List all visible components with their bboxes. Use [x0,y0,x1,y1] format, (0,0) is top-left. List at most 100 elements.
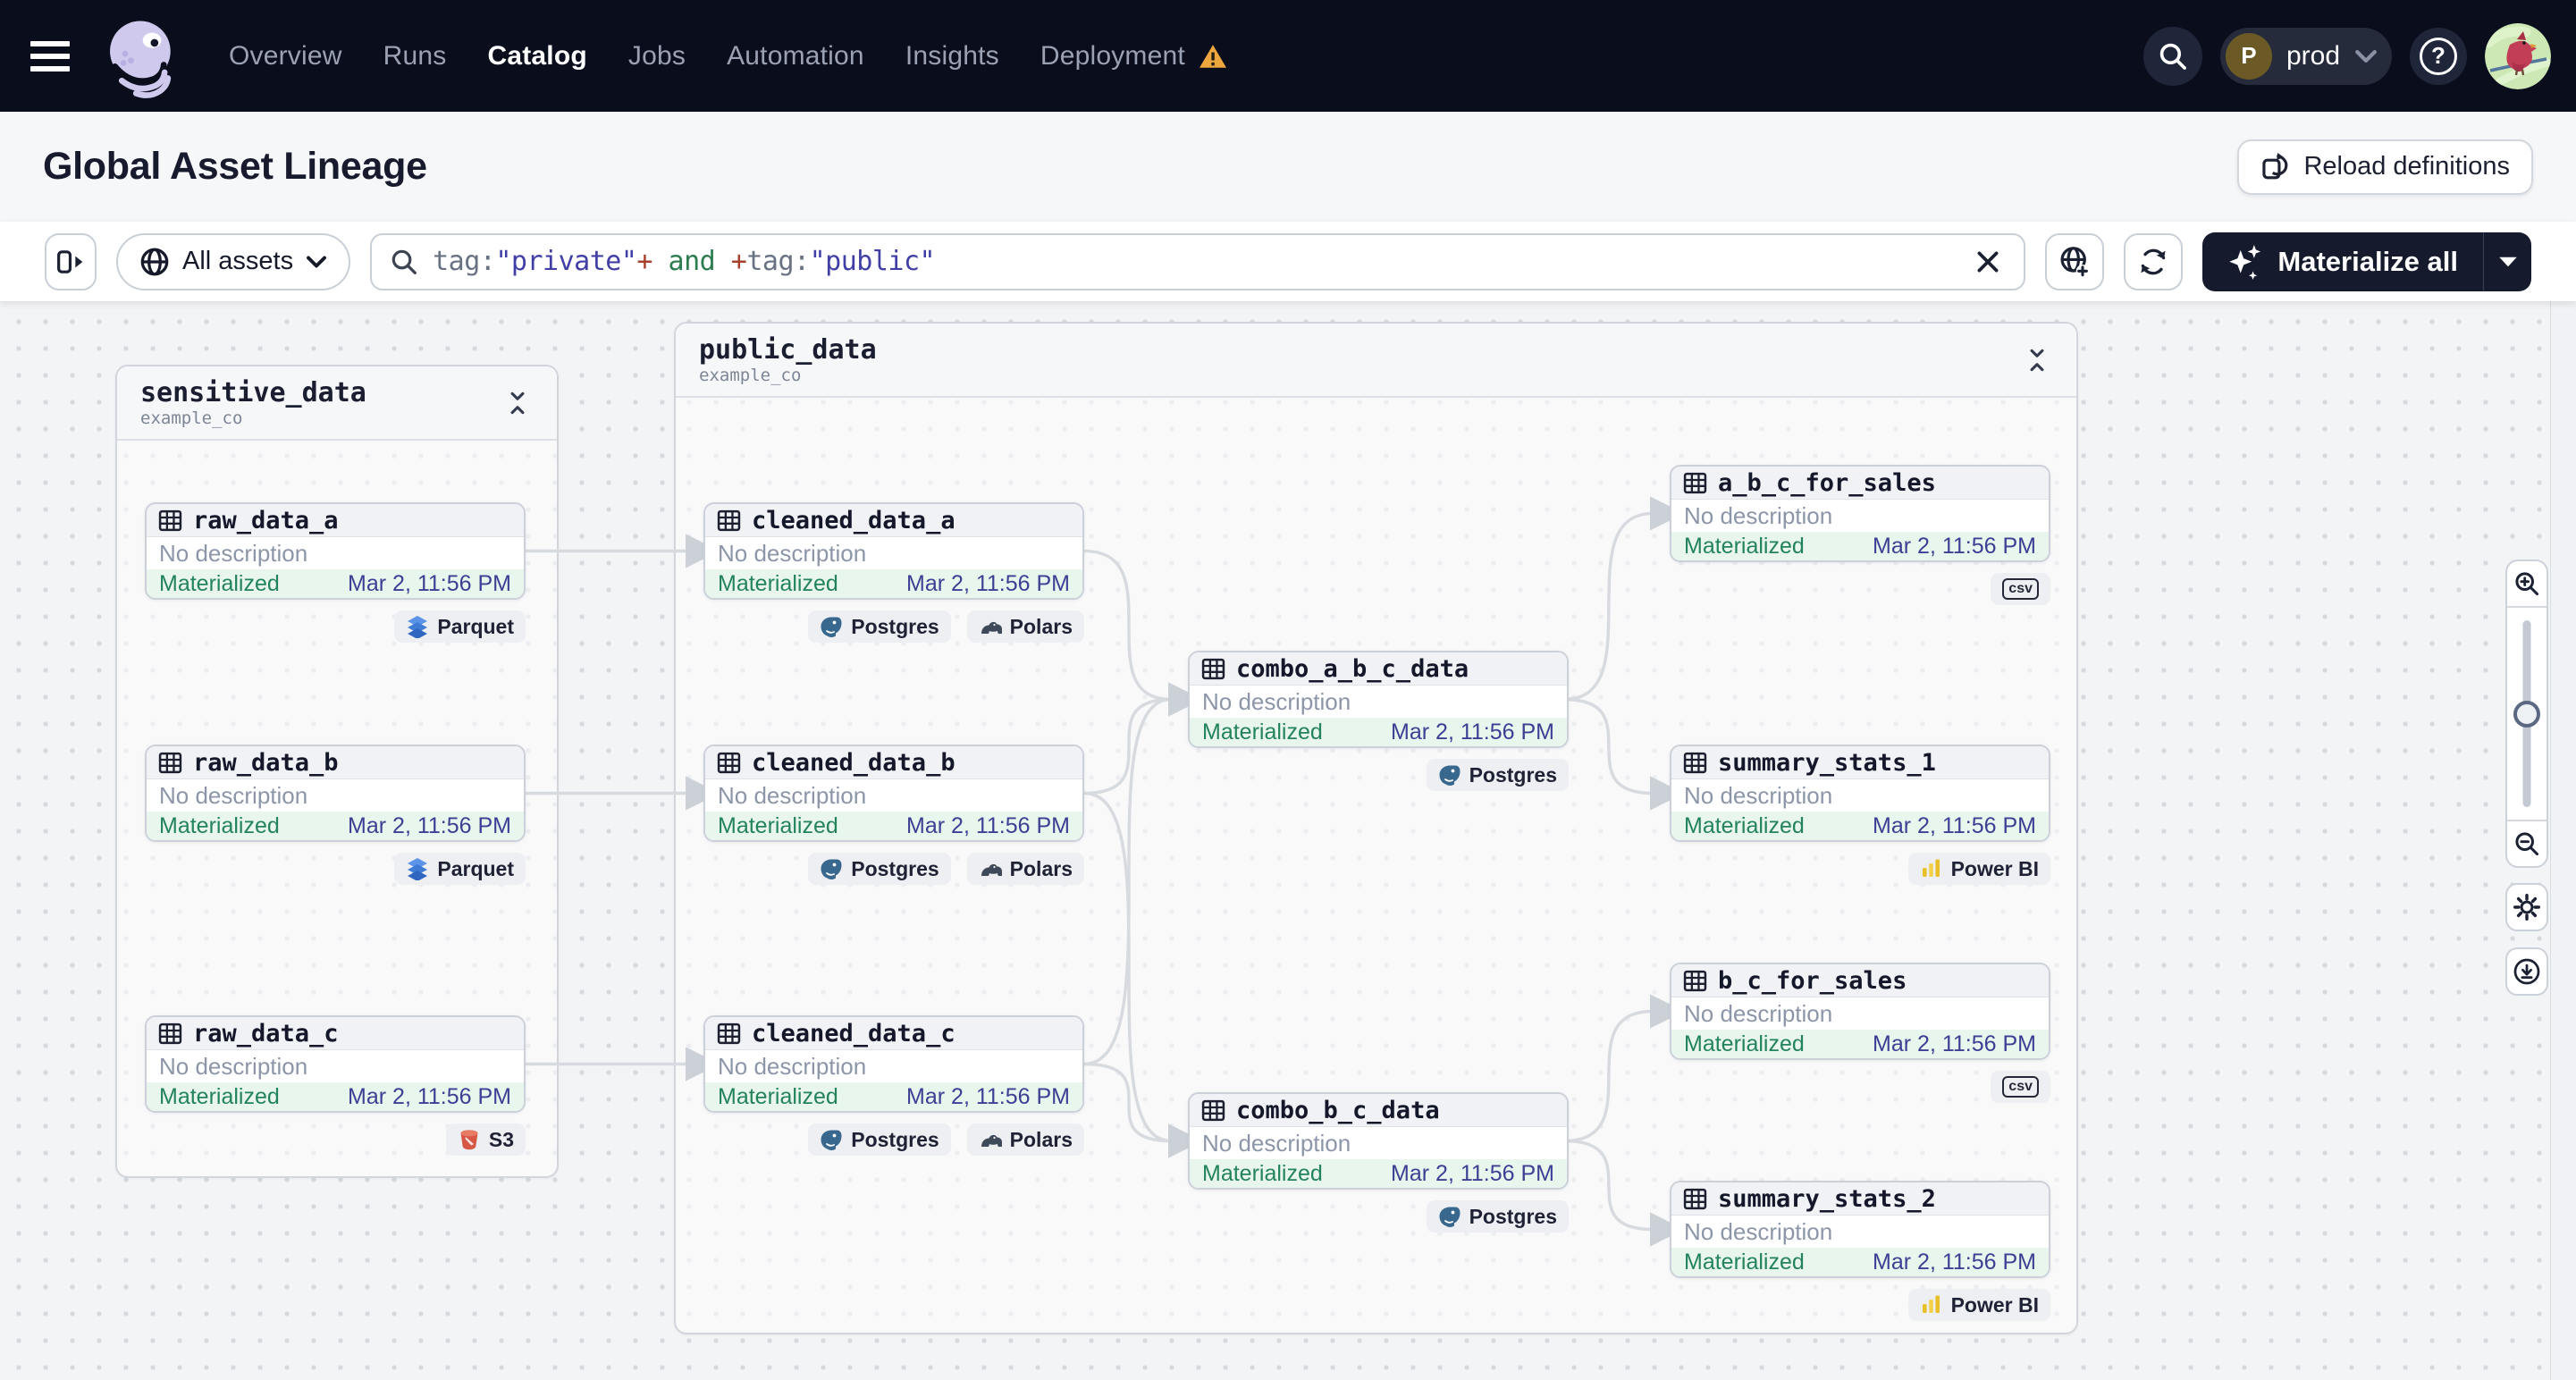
top-nav: Overview Runs Catalog Jobs Automation In… [0,0,2576,112]
question-mark-icon: ? [2420,37,2457,75]
status-badge: Materialized [1684,533,1805,559]
group-header[interactable]: public_data example_co [676,324,2076,398]
asset-description: No description [147,1050,524,1082]
postgres-icon [1439,765,1461,786]
status-badge: Materialized [1684,812,1805,838]
nav-item-deployment[interactable]: Deployment [1040,41,1228,72]
expand-side-panel-button[interactable] [45,232,97,290]
zoom-out-icon [2515,832,2539,856]
caret-down-icon [2498,257,2517,266]
lineage-canvas[interactable]: sensitive_data example_co public_data ex… [0,301,2576,1380]
asset-selection-input[interactable]: tag:"private"+ and +tag:"public" [370,232,2026,290]
deployment-switcher[interactable]: P prod [2219,27,2392,85]
zoom-slider[interactable] [2507,608,2547,820]
asset-node-combo_a_b_c_data[interactable]: combo_a_b_c_data No description Material… [1188,651,1569,748]
tag-parquet[interactable]: Parquet [394,610,526,643]
asset-node-cleaned_data_c[interactable]: cleaned_data_c No description Materializ… [703,1015,1084,1113]
asset-tags: Postgres Polars [703,853,1084,885]
tag-polars[interactable]: Polars [966,1123,1084,1156]
table-icon [158,509,182,531]
table-icon [717,1022,741,1044]
group-header[interactable]: sensitive_data example_co [117,366,557,441]
materialize-options-caret[interactable] [2483,231,2531,291]
asset-description: No description [1671,779,2049,812]
collapse-group-button[interactable] [2019,342,2055,378]
asset-tags: Power BI [1670,1289,2050,1321]
query-token-plus: + [730,246,747,277]
powerbi-icon [1922,859,1940,877]
nav-item-catalog[interactable]: Catalog [487,40,587,71]
asset-scope-dropdown[interactable]: All assets [116,232,351,290]
reload-definitions-icon [2262,152,2288,179]
status-badge: Materialized [1202,1160,1323,1186]
nav-item-automation[interactable]: Automation [727,40,864,71]
tag-postgres[interactable]: Postgres [808,1123,951,1156]
asset-name: raw_data_c [193,1019,339,1048]
asset-node-summary_stats_2[interactable]: summary_stats_2 No description Materiali… [1670,1181,2050,1278]
asset-tags: csv [1670,1071,2050,1103]
zoom-out-button[interactable] [2507,820,2547,866]
tag-parquet[interactable]: Parquet [394,853,526,885]
tag-polars[interactable]: Polars [966,610,1084,643]
asset-node-summary_stats_1[interactable]: summary_stats_1 No description Materiali… [1670,745,2050,842]
group-name: sensitive_data [140,376,366,408]
tag-s3[interactable]: S3 [445,1123,526,1156]
materialization-timestamp: Mar 2, 11:56 PM [906,570,1070,596]
dagster-logo[interactable] [97,12,182,101]
asset-node-cleaned_data_a[interactable]: cleaned_data_a No description Materializ… [703,502,1084,600]
download-icon [2513,958,2540,985]
asset-name: raw_data_b [193,748,339,777]
asset-tags: Parquet [145,610,526,643]
new-catalog-view-button[interactable] [2045,232,2105,290]
tag-polars[interactable]: Polars [966,853,1084,885]
graph-settings-button[interactable] [2505,883,2548,931]
scrollbar-gutter[interactable] [2550,301,2576,1380]
zoom-slider-handle[interactable] [2513,700,2540,728]
user-avatar[interactable] [2485,22,2551,89]
collapse-group-button[interactable] [500,385,535,421]
table-icon [158,752,182,773]
tag-postgres[interactable]: Postgres [808,853,951,885]
globe-icon [140,248,169,275]
nav-item-runs[interactable]: Runs [383,40,447,71]
nav-item-jobs[interactable]: Jobs [627,40,686,71]
group-subtitle: example_co [140,408,243,428]
nav-item-overview[interactable]: Overview [229,40,342,71]
table-icon [1683,472,1707,493]
primary-nav-links: Overview Runs Catalog Jobs Automation In… [229,41,1228,72]
tag-csv[interactable]: csv [1991,573,2050,605]
asset-node-combo_b_c_data[interactable]: combo_b_c_data No description Materializ… [1188,1092,1569,1190]
expand-panel-icon [57,249,83,273]
help-button[interactable]: ? [2410,27,2467,85]
global-search-button[interactable] [2142,26,2202,86]
tag-postgres[interactable]: Postgres [1426,1200,1569,1233]
refresh-graph-button[interactable] [2124,232,2184,290]
tag-powerbi[interactable]: Power BI [1907,1289,2050,1321]
query-token-string: "public" [809,246,936,277]
deployment-initial-badge: P [2225,32,2272,80]
asset-node-b_c_for_sales[interactable]: b_c_for_sales No description Materialize… [1670,963,2050,1060]
tag-csv[interactable]: csv [1991,1071,2050,1103]
asset-selection-query[interactable]: tag:"private"+ and +tag:"public" [433,246,1956,277]
materialization-timestamp: Mar 2, 11:56 PM [906,1083,1070,1109]
asset-node-a_b_c_for_sales[interactable]: a_b_c_for_sales No description Materiali… [1670,465,2050,562]
tag-postgres[interactable]: Postgres [1426,759,1569,791]
s3-bucket-icon [460,1130,478,1150]
tag-powerbi[interactable]: Power BI [1907,853,2050,885]
dagster-octopus-icon [110,21,172,98]
zoom-in-button[interactable] [2507,561,2547,608]
materialization-timestamp: Mar 2, 11:56 PM [1873,1031,2036,1056]
nav-item-insights[interactable]: Insights [905,40,999,71]
reload-definitions-button[interactable]: Reload definitions [2237,139,2533,195]
tag-postgres[interactable]: Postgres [808,610,951,643]
download-graph-button[interactable] [2505,947,2548,996]
asset-name: cleaned_data_a [752,506,955,534]
hamburger-menu-icon[interactable] [30,40,70,72]
materialize-all-button[interactable]: Materialize all [2202,232,2483,291]
table-icon [158,1022,182,1044]
asset-node-cleaned_data_b[interactable]: cleaned_data_b No description Materializ… [703,745,1084,842]
clear-query-button[interactable] [1970,244,2006,280]
